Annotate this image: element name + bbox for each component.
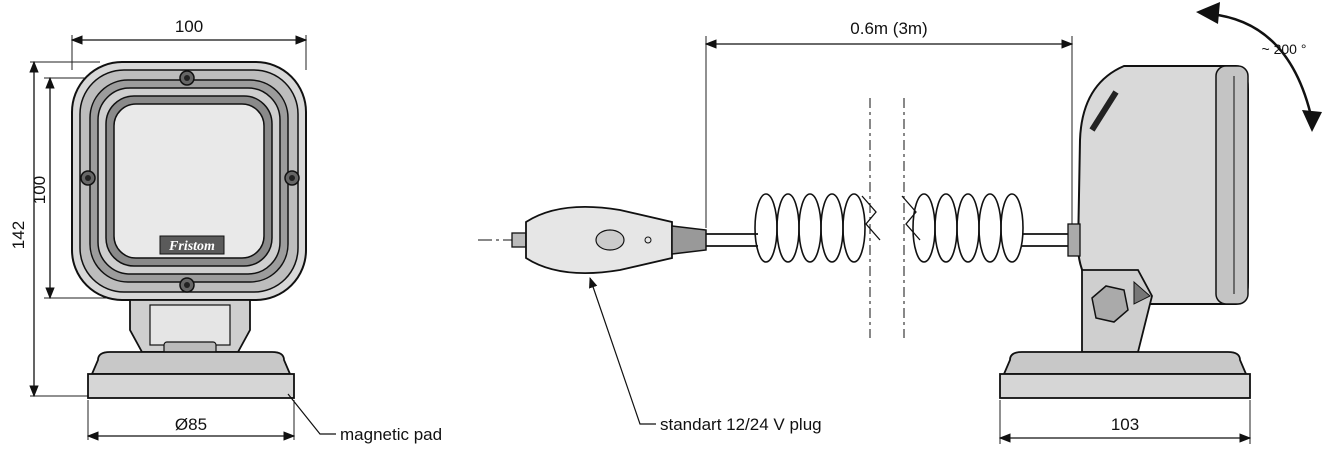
- front-view-lamp: Fristom: [29, 35, 336, 441]
- label-front-height: 100: [30, 176, 49, 204]
- screw-icons: [80, 70, 300, 293]
- bolt-icon: [1091, 285, 1129, 323]
- brand-logo-text: Fristom: [168, 239, 215, 254]
- plug-and-cable: [478, 36, 1076, 425]
- brand-logo: Fristom: [159, 235, 225, 255]
- label-magnetic-pad: magnetic pad: [340, 425, 442, 444]
- label-front-width: 100: [175, 17, 203, 36]
- magnetic-pad-leader: [287, 393, 336, 435]
- label-side-base: 103: [1111, 415, 1139, 434]
- plug-leader: [589, 276, 656, 425]
- side-view-lamp: [998, 2, 1322, 444]
- rotation-arc: [1209, 12, 1314, 121]
- label-rotation: ~ 200 °: [1262, 41, 1307, 57]
- label-cable-length: 0.6m (3m): [850, 19, 927, 38]
- magnetic-pad: [87, 373, 295, 399]
- label-total-height: 142: [9, 221, 28, 249]
- label-base-diameter: Ø85: [175, 415, 207, 434]
- rotation-arrow-icon: [1196, 2, 1220, 24]
- label-plug: standart 12/24 V plug: [660, 415, 822, 434]
- lens: [113, 103, 265, 259]
